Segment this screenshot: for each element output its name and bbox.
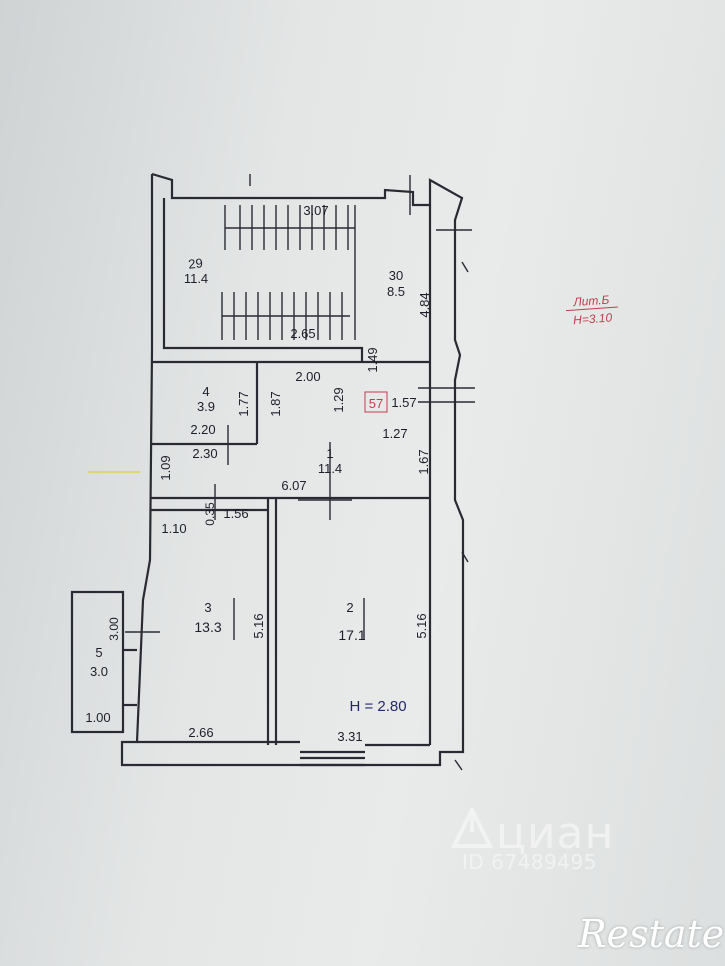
room-labels: 29 11.4 30 8.5 4 3.9 1 11.4 3 13.3 2 17.… [90, 255, 405, 679]
dim-1-57: 1.57 [391, 395, 416, 410]
dim-4-84: 4.84 [417, 292, 432, 317]
dim-1-49: 1.49 [365, 347, 380, 372]
room-30-area: 8.5 [387, 284, 405, 299]
tag-57: 57 [369, 396, 383, 411]
staircase [221, 205, 356, 340]
tag-57-frame [364, 391, 388, 413]
room-5-area: 3.0 [90, 664, 108, 679]
dim-0-35: 0.35 [203, 502, 217, 526]
room-4-number: 4 [202, 384, 209, 399]
listing-id: ID 67489495 [462, 850, 597, 874]
restate-brand: Restate [578, 912, 725, 956]
dim-1-77: 1.77 [236, 391, 251, 416]
cian-logo-icon [450, 808, 494, 848]
dimension-labels: 3.07 2.65 4.84 2.00 1.49 1.29 1.57 1.27 … [85, 203, 432, 744]
dim-2-00: 2.00 [295, 369, 320, 384]
dim-2-66: 2.66 [188, 725, 213, 740]
room-3-number: 3 [204, 600, 211, 615]
dim-5-16-right: 5.16 [414, 613, 429, 638]
dim-1-29: 1.29 [331, 387, 346, 412]
room-3-area: 13.3 [194, 619, 221, 635]
dim-6-07: 6.07 [281, 478, 306, 493]
dim-1-87: 1.87 [268, 391, 283, 416]
height-note: H = 2.80 [349, 698, 406, 715]
dimension-ticks [125, 174, 475, 771]
walls [70, 172, 465, 767]
dim-5-16-left: 5.16 [251, 613, 266, 638]
dim-1-67: 1.67 [416, 449, 431, 474]
room-29-area: 11.4 [184, 271, 208, 286]
room-30-number: 30 [389, 268, 403, 283]
room-29-number: 29 [188, 255, 204, 271]
dim-3-31: 3.31 [337, 729, 362, 744]
dim-1-00: 1.00 [85, 710, 110, 725]
room-4-area: 3.9 [197, 399, 215, 414]
room-2-number: 2 [346, 600, 353, 615]
litera-stamp: Лит.Б H=3.10 [565, 293, 618, 327]
dim-2-30: 2.30 [192, 446, 217, 461]
room-5-number: 5 [95, 645, 102, 660]
room-1-number: 1 [326, 446, 333, 461]
room-2-area: 17.1 [338, 627, 365, 643]
stamp-line-1: Лит.Б [572, 293, 610, 310]
dim-1-10: 1.10 [161, 521, 186, 536]
dim-3-00: 3.00 [107, 617, 121, 641]
dim-3-07: 3.07 [303, 203, 328, 218]
stamp-line-2: H=3.10 [573, 310, 613, 327]
room-1-area: 11.4 [318, 461, 342, 476]
dim-1-09: 1.09 [158, 455, 173, 480]
dim-2-20: 2.20 [190, 422, 215, 437]
cian-wordmark: циан [496, 808, 615, 859]
dim-1-56: 1.56 [223, 506, 248, 521]
dim-1-27: 1.27 [382, 426, 407, 441]
dim-2-65: 2.65 [290, 326, 315, 341]
